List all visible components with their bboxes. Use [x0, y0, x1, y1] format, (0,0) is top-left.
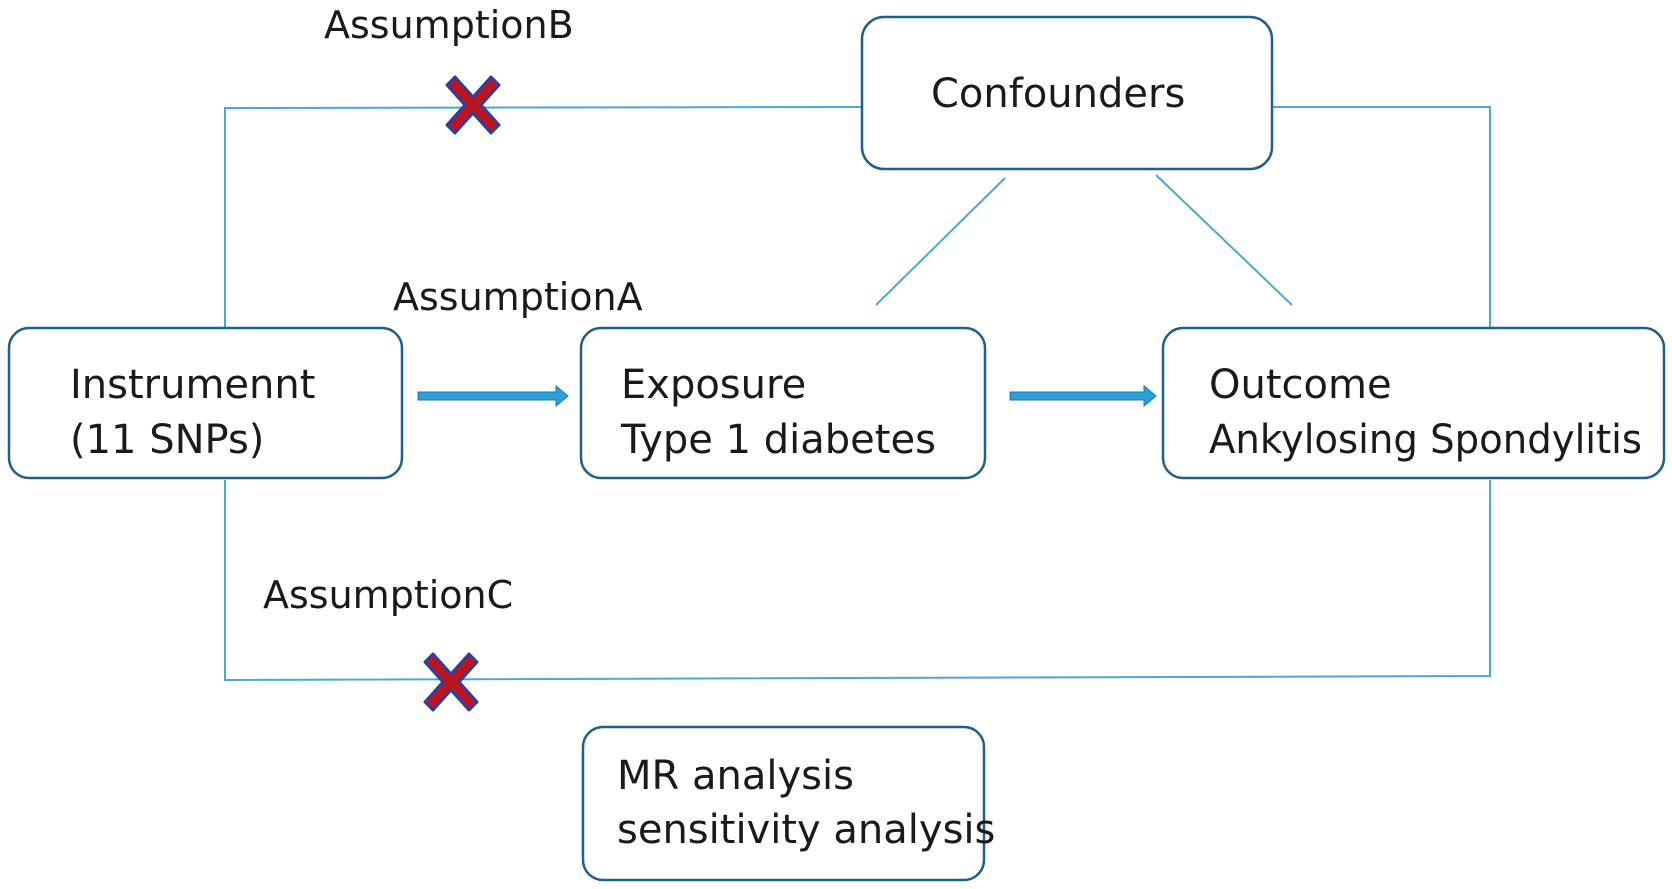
assumption-b-label: AssumptionB	[324, 3, 574, 47]
connector-instrument-confounders	[224, 106, 863, 328]
analysis-line2: sensitivity analysis	[617, 807, 995, 853]
connector-confounders-outcome-right	[1272, 106, 1491, 328]
cross-icon-assumption-b	[445, 75, 501, 135]
node-instrument: Instrumennt (11 SNPs)	[7, 326, 404, 480]
instrument-line1: Instrumennt	[70, 362, 315, 408]
outcome-line1: Outcome	[1209, 362, 1392, 408]
exposure-line2: Type 1 diabetes	[620, 417, 936, 463]
node-analysis: MR analysis sensitivity analysis	[581, 725, 995, 882]
arrow-exposure-to-outcome	[1009, 384, 1157, 408]
connector-confounders-exposure	[875, 177, 1006, 306]
node-confounders: Confounders	[860, 15, 1274, 171]
node-exposure: Exposure Type 1 diabetes	[579, 326, 987, 480]
arrow-instrument-to-exposure	[417, 384, 569, 408]
connector-instrument-outcome-bottom	[224, 480, 1491, 682]
analysis-line1: MR analysis	[617, 753, 854, 799]
cross-icon-assumption-c	[423, 652, 479, 712]
confounders-line1: Confounders	[931, 71, 1185, 117]
outcome-line2: Ankylosing Spondylitis	[1209, 417, 1642, 463]
assumption-c-label: AssumptionC	[263, 573, 513, 617]
instrument-line2: (11 SNPs)	[70, 417, 264, 463]
assumption-a-label: AssumptionA	[393, 275, 643, 319]
connector-confounders-outcome	[1155, 174, 1293, 306]
node-outcome: Outcome Ankylosing Spondylitis	[1161, 326, 1666, 480]
exposure-line1: Exposure	[621, 362, 806, 408]
